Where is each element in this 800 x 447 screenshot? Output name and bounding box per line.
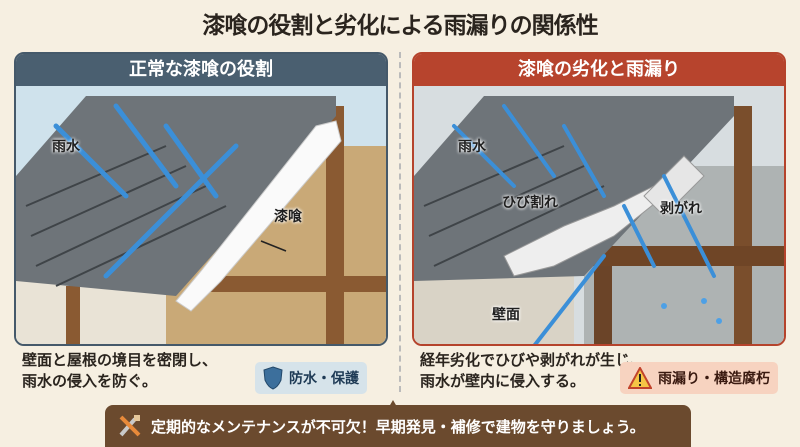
badge-label: 雨漏り・構造腐朽 [658, 371, 770, 387]
description-line: 雨水が壁内に侵入する。 [420, 372, 586, 390]
normal-plaster-panel: 正常な漆喰の役割 雨水 漆喰 [14, 52, 388, 346]
page-title: 漆喰の役割と劣化による雨漏りの関係性 [202, 13, 598, 39]
normal-roof-illustration [16, 86, 386, 344]
rain-label: 雨水 [458, 139, 486, 155]
crack-label: ひび割れ [502, 195, 558, 211]
warning-icon [628, 367, 652, 389]
description-line: 壁面と屋根の境目を密閉し、 [22, 351, 218, 369]
deterioration-description: 経年劣化でひびや剥がれが生じ、 雨水が壁内に侵入する。 [420, 350, 645, 392]
panel-header: 正常な漆喰の役割 [16, 54, 386, 86]
tools-icon [119, 415, 141, 437]
leaking-roof-illustration [414, 86, 784, 344]
description-line: 雨水の侵入を防ぐ。 [22, 372, 158, 390]
plaster-label: 漆喰 [274, 209, 302, 225]
panel-header: 漆喰の劣化と雨漏り [414, 54, 784, 86]
warning-badge: 雨漏り・構造腐朽 [620, 362, 778, 394]
protection-badge: 防水・保護 [255, 362, 367, 394]
description-line: 経年劣化でひびや剥がれが生じ、 [420, 351, 646, 369]
normal-description: 壁面と屋根の境目を密閉し、 雨水の侵入を防ぐ。 [22, 350, 217, 392]
wall-label: 壁面 [492, 307, 520, 323]
peeling-label: 剥がれ [660, 201, 702, 217]
divider [399, 52, 401, 392]
badge-label: 防水・保護 [289, 371, 359, 387]
shield-icon [263, 366, 283, 390]
banner-text: 定期的なメンテナンスが不可欠！早期発見・補修で建物を守りましょう。 [151, 417, 645, 436]
maintenance-banner: 定期的なメンテナンスが不可欠！早期発見・補修で建物を守りましょう。 [105, 400, 691, 447]
deteriorated-plaster-panel: 漆喰の劣化と雨漏り 雨水 ひび割れ 剥がれ 壁面 [412, 52, 786, 346]
rain-label: 雨水 [52, 139, 80, 155]
